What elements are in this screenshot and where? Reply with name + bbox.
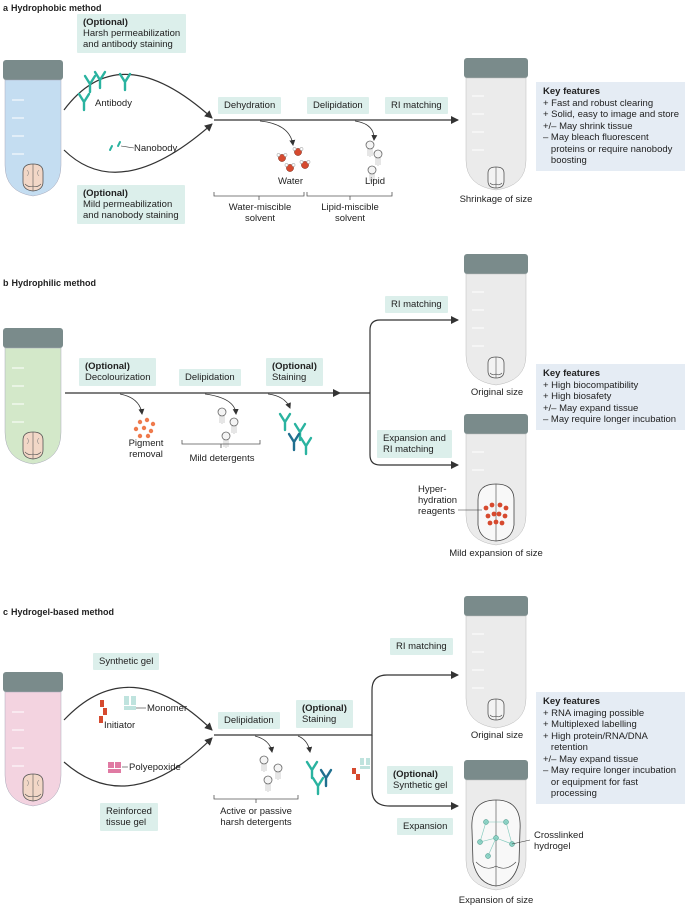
key-feature-item: – May require longer incubation or equip… [543,765,677,799]
tube-b-result-bottom [458,414,528,546]
key-features-title: Key features [543,86,601,97]
mild-detergents-label: Mild detergents [189,453,255,464]
step-delipidation-c: Delipidation [218,712,280,729]
key-features-b: Key features + High biocompatibility + H… [536,364,685,430]
optional-text: Harsh permeabilization and antibody stai… [83,28,181,50]
curve-arrow-top [63,73,213,119]
monomer-label: Monomer [147,703,188,714]
original-size-caption-b: Original size [470,387,524,398]
optional-label: (Optional) [83,188,128,199]
hyper-hydration-label: Hyper- hydration reagents [418,484,458,517]
key-feature-item: +/– May expand tissue [543,402,639,414]
crosslinked-hydrogel-label: Crosslinked hydrogel [534,830,584,852]
key-feature-item: + Solid, easy to image and store [543,109,679,120]
branch-expansion-ri-b: Expansion and RI matching [377,430,452,458]
harsh-detergents-label: Active or passive harsh detergents [220,806,292,828]
water-label: Water [278,176,303,187]
key-feature-item: + High biocompatibility [543,379,639,391]
key-feature-item: +/– May expand tissue [543,753,639,765]
tube-b-initial [3,328,63,465]
key-feature-item: + High protein/RNA/DNA retention [543,730,648,754]
key-feature-item: + High biosafety [543,391,612,402]
reinforced-tissue-gel-tag: Reinforced tissue gel [100,803,158,831]
key-features-title: Key features [543,368,601,379]
optional-text: Mild permeabilization and nanobody stain… [83,199,179,221]
mild-expansion-caption: Mild expansion of size [449,548,543,559]
panel-b-letter: b [3,278,9,288]
polyepoxide-label: Polyepoxide [129,762,181,773]
tube-a-result [464,58,528,191]
antibody-label: Antibody [95,98,132,109]
panel-b-title: Hydrophilic method [11,278,97,288]
key-feature-item: + Fast and robust clearing [543,97,654,109]
panel-c-graphics [3,596,531,891]
panel-b-graphics [3,254,528,546]
branch-ri-matching-c: RI matching [390,638,453,655]
tube-b-result-top [464,254,528,386]
optional-synthetic-gel-c: (Optional)Synthetic gel [387,766,454,794]
step-delipidation: Delipidation [307,97,369,114]
optional-label: (Optional) [85,361,130,372]
curve-arrow-bottom [63,123,213,173]
key-features-title: Key features [543,696,601,707]
tube-a-initial [3,60,63,197]
step-ri-matching: RI matching [385,97,448,114]
shrinkage-caption: Shrinkage of size [459,194,533,205]
key-feature-item: + RNA imaging possible [543,707,645,719]
original-size-caption-c: Original size [470,730,524,741]
step-decolourization: (Optional)Decolourization [79,358,157,386]
step-staining-c: (Optional)Staining [296,700,353,728]
panel-a-graphics [3,58,528,200]
synthetic-gel-tag: Synthetic gel [93,653,160,670]
step-text: Synthetic gel [393,780,448,791]
step-text: Decolourization [85,372,151,383]
key-feature-item: – May bleach fluorescent proteins or req… [543,132,673,166]
water-miscible-solvent: Water-miscible solvent [228,202,292,224]
panel-c-title: Hydrogel-based method [11,607,115,617]
key-feature-item: +/– May shrink tissue [543,120,633,132]
branch-expansion-c: Expansion [397,818,454,835]
initiator-label: Initiator [104,720,136,731]
step-text: Staining [272,372,307,383]
optional-label: (Optional) [272,361,317,372]
key-features-c: Key features + RNA imaging possible + Mu… [536,692,685,804]
step-staining-b: (Optional)Staining [266,358,323,386]
optional-label: (Optional) [393,769,438,780]
lipid-miscible-solvent: Lipid-miscible solvent [321,202,379,224]
tube-c-result-top [464,596,528,729]
key-features-a: Key features + Fast and robust clearing … [536,82,685,171]
tube-c-initial [3,672,63,807]
tube-c-result-bottom [464,760,531,891]
expansion-of-size-caption: Expansion of size [458,895,534,906]
step-text: Staining [302,714,337,725]
optional-label: (Optional) [302,703,347,714]
nanobody-label: Nanobody [134,143,178,154]
step-dehydration: Dehydration [218,97,282,114]
panel-a-letter: a [3,3,9,13]
optional-label: (Optional) [83,17,128,28]
panel-a-title: Hydrophobic method [11,3,102,13]
key-feature-item: – May require longer incubation [543,414,677,425]
key-feature-item: + Multiplexed labelling [543,719,637,730]
step-delipidation-b: Delipidation [179,369,241,386]
branch-ri-matching-b: RI matching [385,296,448,313]
optional-mild-permeabilization: (Optional)Mild permeabilization and nano… [77,185,185,224]
lipid-label: Lipid [365,176,386,187]
pigment-removal-label: Pigment removal [128,438,164,460]
panel-c-letter: c [3,607,9,617]
optional-harsh-permeabilization: (Optional)Harsh permeabilization and ant… [77,14,187,53]
